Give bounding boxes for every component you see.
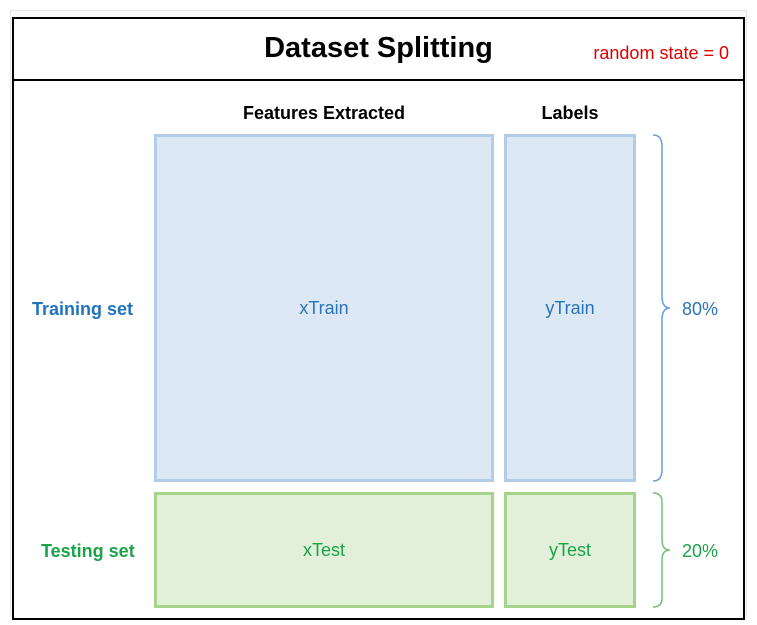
labels-column-header: Labels bbox=[541, 103, 599, 123]
ytest-block: yTest bbox=[504, 492, 636, 608]
training-percent: 80% bbox=[682, 299, 719, 319]
diagram-title: Dataset Splitting bbox=[264, 32, 493, 64]
xtest-label: xTest bbox=[302, 539, 345, 560]
testing-brace-icon bbox=[652, 492, 671, 608]
xtrain-label: xTrain bbox=[299, 297, 349, 318]
xtrain-block: xTrain bbox=[154, 134, 494, 482]
ytrain-block: yTrain bbox=[504, 134, 636, 482]
dataset-splitting-diagram: Dataset Splitting random state = 0 Featu… bbox=[12, 17, 745, 620]
random-state-note: random state = 0 bbox=[593, 43, 729, 63]
testing-percent: 20% bbox=[682, 541, 719, 561]
training-set-label: Training set bbox=[32, 299, 134, 319]
ytest-label: yTest bbox=[548, 539, 591, 560]
features-column-header: Features Extracted bbox=[242, 103, 406, 123]
title-bar: Dataset Splitting random state = 0 bbox=[14, 19, 743, 81]
training-brace-icon bbox=[652, 134, 671, 482]
xtest-block: xTest bbox=[154, 492, 494, 608]
ytrain-label: yTrain bbox=[545, 297, 595, 318]
testing-set-label: Testing set bbox=[41, 541, 135, 561]
